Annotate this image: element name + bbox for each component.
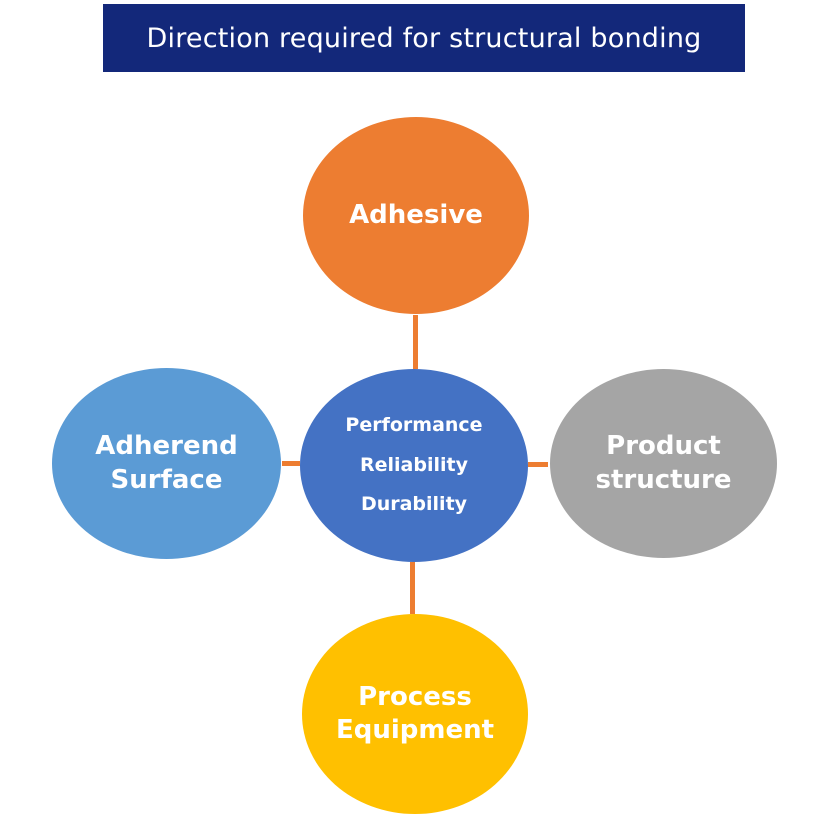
- node-adherend-label-1: Adherend: [95, 431, 238, 462]
- node-adherend-label-2: Surface: [110, 464, 223, 495]
- node-process-label-1: Process: [358, 681, 472, 712]
- node-product-structure: Product structure: [550, 369, 777, 558]
- node-product-label-1: Product: [606, 431, 721, 462]
- center-label-performance: Performance: [345, 413, 483, 436]
- node-adhesive: Adhesive: [303, 117, 529, 314]
- node-center: Performance Reliability Durability: [300, 369, 528, 562]
- node-product-label-2: structure: [595, 464, 732, 495]
- node-process-label-2: Equipment: [335, 715, 495, 745]
- center-label-durability: Durability: [360, 493, 468, 516]
- connector-top: [413, 315, 418, 369]
- connector-right: [528, 462, 548, 467]
- connector-bottom: [410, 562, 415, 614]
- center-label-reliability: Reliability: [360, 453, 468, 476]
- connector-left: [282, 461, 300, 466]
- node-adhesive-label-1: Adhesive: [349, 199, 483, 230]
- node-process-equipment: Process Equipment: [302, 614, 528, 814]
- node-adherend-surface: Adherend Surface: [52, 368, 281, 559]
- diagram-title: Direction required for structural bondin…: [146, 22, 702, 54]
- title-banner: Direction required for structural bondin…: [103, 4, 745, 72]
